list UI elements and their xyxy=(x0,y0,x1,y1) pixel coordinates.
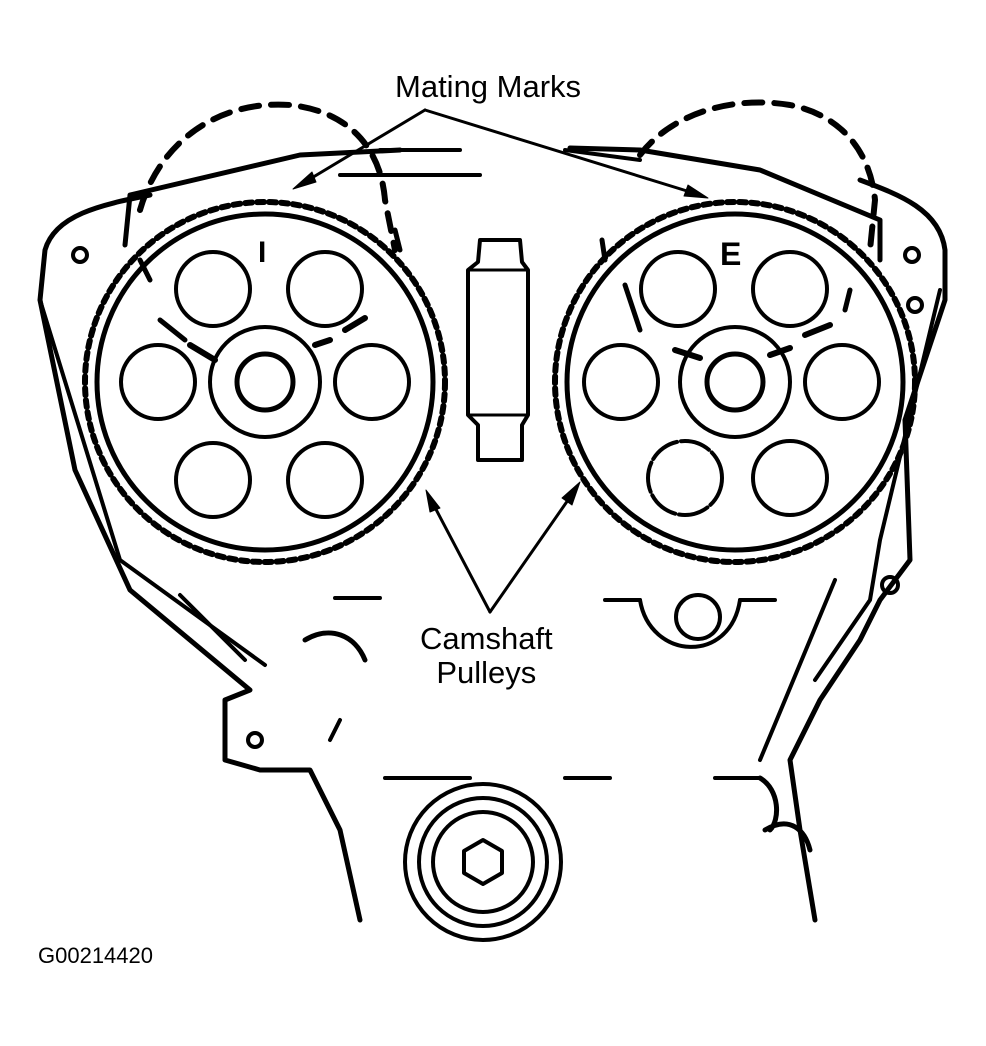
center-bracket-detail xyxy=(468,268,530,417)
bolt-hole xyxy=(880,575,900,595)
right-pulley-hub xyxy=(678,325,792,439)
bolt-hole xyxy=(903,246,921,264)
left-pulley-hole xyxy=(286,250,364,328)
lower-boss xyxy=(638,598,742,649)
center-bracket xyxy=(466,238,530,462)
housing-top-left xyxy=(122,147,403,248)
housing-inner-right xyxy=(813,288,942,682)
right-pulley-tick xyxy=(599,237,853,333)
left-pulley-spoke-mark xyxy=(187,315,368,363)
left-pulley-bore xyxy=(234,351,296,413)
right-pulley-bore xyxy=(704,351,766,413)
camshaft-label-line2: Pulleys xyxy=(436,655,537,690)
left-pulley-teeth xyxy=(82,199,448,565)
left-pulley-hole xyxy=(119,343,197,421)
left-pulley-rim xyxy=(94,211,436,553)
left-pulley-hub xyxy=(208,325,322,439)
crank-ring-inner xyxy=(431,810,535,914)
bolt-hole xyxy=(71,246,89,264)
right-pulley-hole xyxy=(751,250,829,328)
bolt-hole xyxy=(906,296,924,314)
left-pulley-hole xyxy=(174,441,252,519)
right-pulley-rim xyxy=(564,211,906,553)
arrow-cam-right xyxy=(488,488,577,614)
housing-outline xyxy=(37,192,363,923)
figure-code: G00214420 xyxy=(38,943,153,968)
camshaft-pulleys-label: Camshaft Pulleys xyxy=(420,622,553,690)
left-camshaft-pulley xyxy=(82,199,448,565)
crank-ring-outer xyxy=(403,782,563,942)
camshaft-label-line1: Camshaft xyxy=(420,621,553,656)
arrow-mating-left xyxy=(298,108,427,187)
crankshaft-pulley xyxy=(403,782,563,942)
lower-line-right xyxy=(758,578,837,762)
dashed-cover-right xyxy=(637,99,878,253)
lower-curve-left xyxy=(302,630,368,663)
left-pulley-hole xyxy=(333,343,411,421)
arrow-head-mating-left xyxy=(292,171,317,190)
dashed-cover-left xyxy=(137,101,398,253)
right-camshaft-pulley xyxy=(552,199,918,565)
right-pulley-hole xyxy=(639,250,717,328)
arrow-head-cam-right xyxy=(561,481,581,506)
right-pulley-teeth xyxy=(552,199,918,565)
crank-cover-right xyxy=(757,775,813,853)
bolt-hole xyxy=(246,731,264,749)
crank-bolt-hex xyxy=(462,838,504,886)
arrow-head-mating-right xyxy=(683,184,709,199)
mating-marks-label: Mating Marks xyxy=(395,69,582,104)
left-pulley-hole xyxy=(174,250,252,328)
lower-dash xyxy=(333,596,777,602)
belt-line-3 xyxy=(563,148,642,162)
housing-outline-right xyxy=(787,177,948,923)
housing-top-right xyxy=(567,145,883,263)
right-pulley-spoke-mark xyxy=(672,322,833,361)
arrow-cam-left xyxy=(428,496,492,614)
right-pulley-hole xyxy=(751,439,829,517)
lower-boss-hole xyxy=(674,593,722,641)
left-pulley-tick xyxy=(137,227,403,343)
crank-ring-mid xyxy=(417,796,549,928)
right-pulley-hole xyxy=(582,343,660,421)
right-pulley-hole xyxy=(803,343,881,421)
arrow-head-cam-left xyxy=(425,489,441,513)
left-pulley-hole xyxy=(286,441,364,519)
left-pulley-mark: I xyxy=(258,236,266,269)
right-pulley-mark: E xyxy=(720,236,741,272)
right-pulley-hole xyxy=(646,439,724,517)
arrow-mating-right xyxy=(423,108,702,197)
lower-line-left xyxy=(178,593,342,742)
